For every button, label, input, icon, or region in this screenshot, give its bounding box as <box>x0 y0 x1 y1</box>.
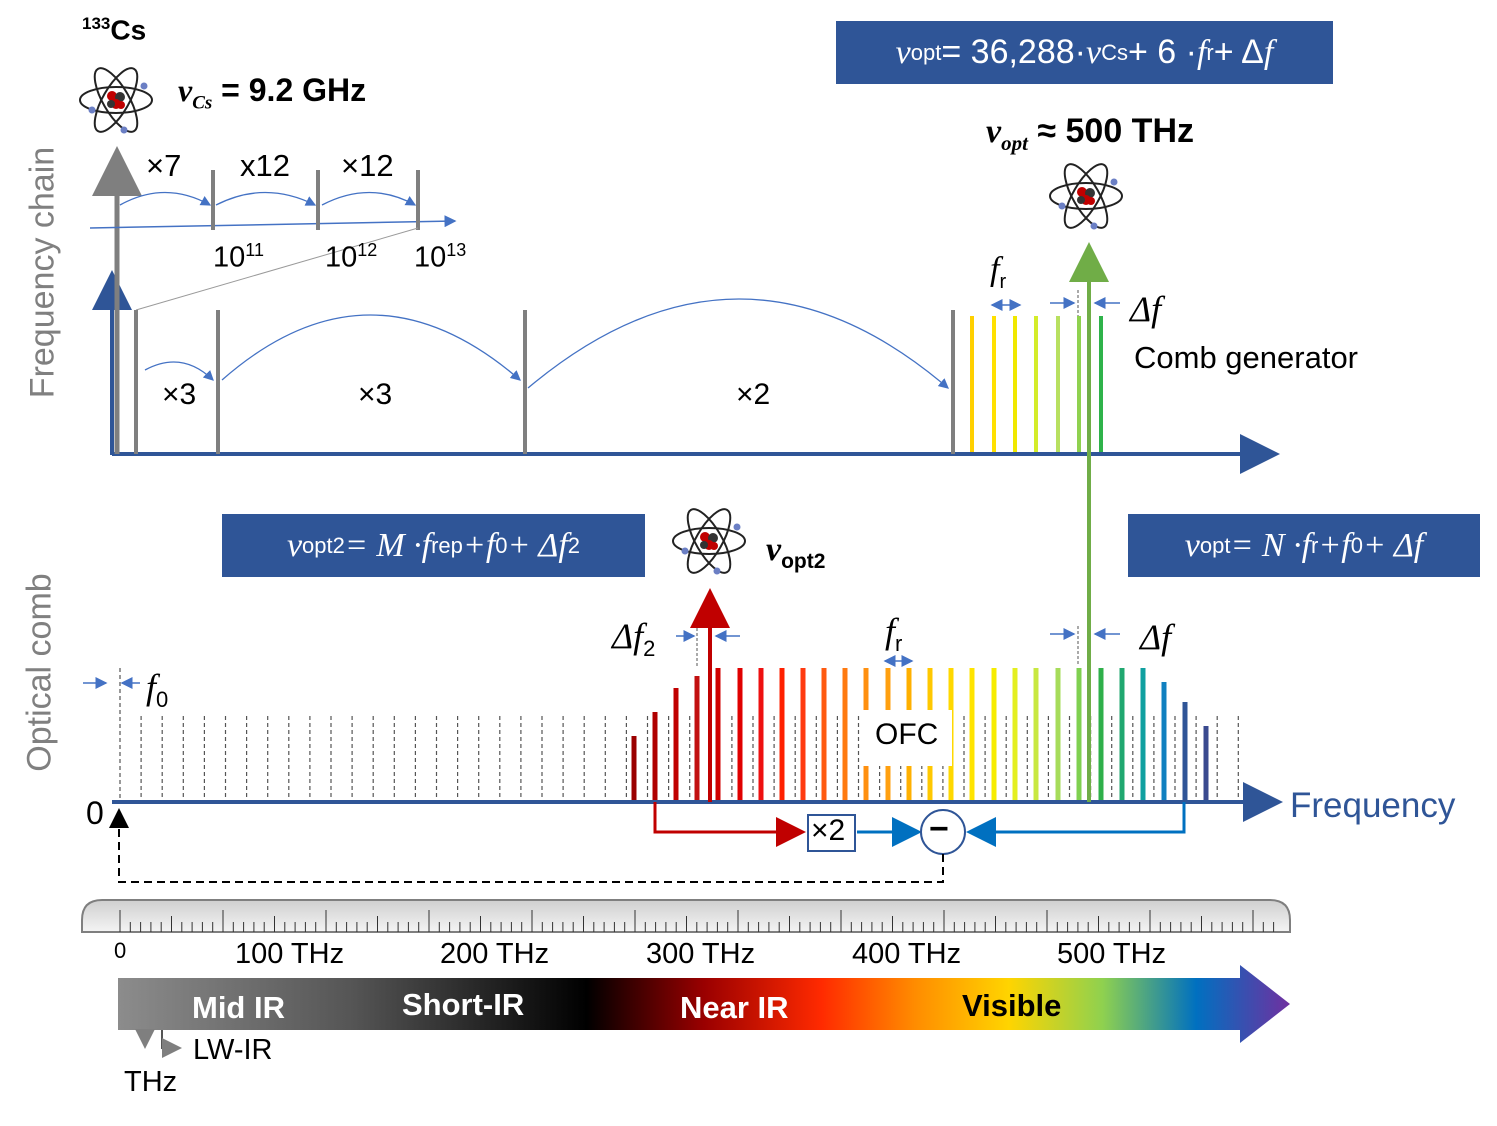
ruler-zero: 0 <box>114 938 127 963</box>
ruler-300: 300 THz <box>646 938 756 970</box>
atom-opt2-icon <box>672 502 746 580</box>
nu-opt-500-label: νopt ≈ 500 THz <box>986 112 1194 155</box>
mult-big-x2: ×2 <box>736 378 771 411</box>
ruler-400: 400 THz <box>852 938 962 970</box>
arc-x12b <box>321 191 417 206</box>
ruler-200: 200 THz <box>440 938 550 970</box>
frequency-axis-label: Frequency <box>1290 786 1456 825</box>
decade-10-12: 1012 <box>325 240 378 274</box>
arc-x7 <box>119 191 212 206</box>
dashed-comb-teeth <box>119 668 1239 800</box>
arc-x12a <box>215 191 317 206</box>
df2-label: Δf2 <box>612 616 656 662</box>
ruler-100: 100 THz <box>235 938 345 970</box>
frequency-chain <box>89 146 1280 474</box>
lw-ir-label: LW-IR <box>193 1034 273 1066</box>
minus-label: − <box>929 810 949 848</box>
comb-df-label: Δf <box>1140 617 1172 657</box>
mult-x12b: ×12 <box>341 148 394 183</box>
ruler <box>81 899 1291 933</box>
ruler-500: 500 THz <box>1057 938 1167 970</box>
chain-df-label: Δf <box>1130 289 1162 329</box>
colored-comb-teeth <box>631 668 1209 800</box>
comb-generator-lines <box>970 316 1103 452</box>
nu-opt2-label: νopt2 <box>766 531 826 573</box>
band-mid-ir: Mid IR <box>192 990 285 1025</box>
feedback-blue-path <box>966 802 1186 847</box>
ofc-label-bg <box>862 710 952 766</box>
arc-x3a <box>144 361 214 381</box>
atom-opt-icon <box>1049 157 1123 235</box>
optical-comb-axis-label: Optical comb <box>20 573 59 772</box>
zoom-connector <box>135 227 419 311</box>
zero-label: 0 <box>86 795 104 831</box>
optical-comb <box>83 242 1283 883</box>
feedback-f0-path <box>109 808 944 883</box>
mult-big-x3b: ×3 <box>358 378 393 411</box>
arc-x2 <box>527 298 949 389</box>
frequency-chain-axis-label: Frequency chain <box>23 146 62 399</box>
nu-cs-label: νCs = 9.2 GHz <box>178 72 367 114</box>
band-near-ir: Near IR <box>680 990 789 1025</box>
cs-atom-icon <box>79 61 153 139</box>
f0-label: f0 <box>146 667 169 713</box>
band-short-ir: Short-IR <box>402 987 525 1022</box>
thz-label: THz <box>124 1066 178 1098</box>
decade-10-13: 1013 <box>414 240 467 274</box>
mult-big-x3a: ×3 <box>162 378 197 411</box>
arc-x3b <box>221 314 521 381</box>
comb-generator-label: Comb generator <box>1134 340 1359 375</box>
times2-box <box>807 814 856 852</box>
mult-x7: ×7 <box>146 148 182 183</box>
comb-fr-label: fr <box>885 611 903 657</box>
ofc-label: OFC <box>875 718 939 751</box>
band-visible: Visible <box>962 988 1062 1023</box>
feedback-red-path <box>653 802 806 847</box>
times2-label: ×2 <box>811 814 846 847</box>
spectrum-bar <box>118 965 1290 1043</box>
decade-10-11: 1011 <box>213 240 264 274</box>
mult-x12a: x12 <box>240 148 290 183</box>
cs-label: 133Cs <box>82 14 147 46</box>
chain-fr-label: fr <box>990 251 1007 293</box>
decade-axis <box>89 215 457 229</box>
